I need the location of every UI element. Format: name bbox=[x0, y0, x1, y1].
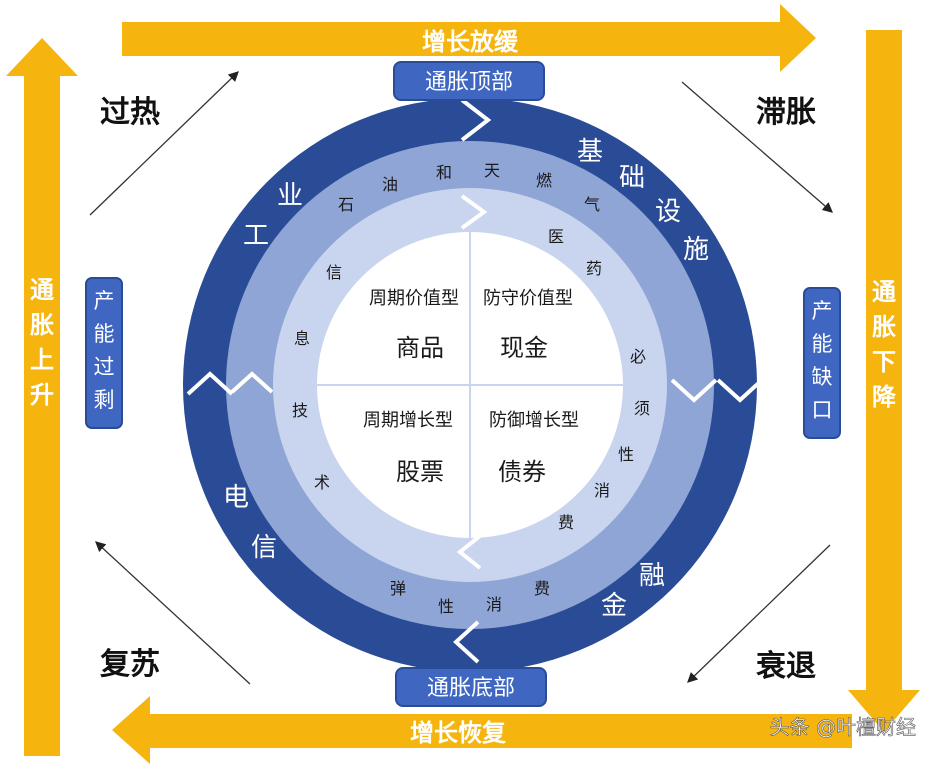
phase-stagflation: 滞胀 bbox=[756, 95, 816, 130]
svg-text:弹: 弹 bbox=[390, 579, 406, 598]
svg-text:产能缺口: 产能缺口 bbox=[812, 299, 833, 422]
quadrant-bl-asset: 股票 bbox=[396, 458, 444, 486]
quadrant-br-type: 防御增长型 bbox=[489, 410, 579, 431]
diag-arrow-top-left bbox=[89, 71, 239, 216]
svg-text:电: 电 bbox=[223, 483, 249, 513]
vertical-char: 过 bbox=[94, 355, 115, 379]
ring-chevrons bbox=[186, 98, 764, 664]
svg-text:必: 必 bbox=[630, 347, 646, 366]
quadrant-tr-type: 防守价值型 bbox=[483, 288, 573, 309]
badge-top-label: 通胀顶部 bbox=[425, 70, 513, 95]
watermark: 头条 @叶檀财经 bbox=[770, 715, 916, 739]
svg-text:通胀上升: 通胀上升 bbox=[30, 276, 54, 409]
quadrant-tr-asset: 现金 bbox=[500, 334, 548, 362]
svg-text:产能过剩: 产能过剩 bbox=[94, 289, 115, 412]
svg-text:金: 金 bbox=[601, 591, 627, 621]
vertical-char: 能 bbox=[812, 332, 833, 356]
svg-text:基: 基 bbox=[577, 137, 603, 167]
svg-text:医: 医 bbox=[548, 227, 564, 246]
quadrant-br-asset: 债券 bbox=[498, 458, 546, 486]
svg-text:油: 油 bbox=[382, 175, 398, 194]
svg-text:信: 信 bbox=[326, 263, 342, 282]
middle-label-oil-gas: 石 油 和 天 燃 气 bbox=[338, 161, 600, 214]
vertical-char: 口 bbox=[812, 398, 833, 422]
phase-recovery: 复苏 bbox=[100, 647, 160, 682]
badge-capacity-left: 产能过剩 bbox=[85, 277, 123, 429]
badge-capacity-right: 产能缺口 bbox=[803, 287, 841, 439]
quadrant-tl-type: 周期价值型 bbox=[369, 288, 459, 309]
quadrant-tl-asset: 商品 bbox=[396, 334, 444, 362]
middle-label-necessities: 必 须 性 消 费 bbox=[558, 347, 650, 532]
vertical-char: 下 bbox=[872, 348, 896, 376]
svg-text:础: 础 bbox=[619, 163, 645, 193]
svg-text:药: 药 bbox=[586, 259, 602, 278]
vertical-char: 通 bbox=[872, 278, 896, 306]
svg-text:施: 施 bbox=[683, 235, 709, 265]
svg-text:气: 气 bbox=[584, 195, 600, 214]
badge-inflation-bottom: 通胀底部 bbox=[395, 667, 547, 707]
svg-text:性: 性 bbox=[438, 597, 454, 616]
svg-text:术: 术 bbox=[314, 473, 330, 492]
outer-label-telecom: 电 信 bbox=[223, 483, 277, 563]
outer-label-industry: 工 业 bbox=[243, 181, 303, 251]
bottom-arrow-label: 增长恢复 bbox=[410, 719, 507, 747]
svg-text:和: 和 bbox=[436, 163, 452, 182]
svg-text:费: 费 bbox=[534, 579, 550, 598]
svg-text:石: 石 bbox=[338, 195, 354, 214]
vertical-char: 产 bbox=[94, 289, 115, 313]
vertical-char: 升 bbox=[30, 381, 54, 409]
svg-text:须: 须 bbox=[634, 399, 650, 418]
vertical-char: 胀 bbox=[872, 313, 896, 341]
diag-arrow-top-right bbox=[681, 81, 833, 213]
svg-text:技: 技 bbox=[292, 401, 308, 420]
middle-label-it: 信 息 技 术 bbox=[292, 263, 342, 492]
right-arrow-label: 通胀下降 bbox=[872, 278, 897, 411]
right-inflation-arrow bbox=[848, 30, 920, 732]
outer-label-finance: 融 金 bbox=[601, 561, 665, 621]
top-growth-arrow: 增长放缓 bbox=[122, 4, 816, 72]
svg-text:消: 消 bbox=[486, 595, 502, 614]
svg-text:息: 息 bbox=[294, 329, 310, 348]
diag-arrow-bottom-right bbox=[687, 544, 831, 683]
bottom-growth-arrow: 增长恢复 bbox=[112, 696, 852, 764]
svg-text:设: 设 bbox=[655, 197, 681, 227]
svg-text:天: 天 bbox=[484, 161, 500, 180]
vertical-char: 能 bbox=[94, 322, 115, 346]
vertical-char: 胀 bbox=[30, 311, 54, 339]
outer-char: 业 bbox=[277, 181, 303, 211]
middle-label-medicine: 医 药 bbox=[548, 227, 602, 278]
vertical-char: 缺 bbox=[812, 365, 833, 389]
badge-bottom-label: 通胀底部 bbox=[427, 676, 515, 701]
svg-text:燃: 燃 bbox=[536, 171, 552, 190]
svg-text:费: 费 bbox=[558, 513, 574, 532]
outer-char: 工 bbox=[243, 221, 269, 251]
vertical-char: 通 bbox=[30, 276, 54, 304]
phase-recession: 衰退 bbox=[756, 649, 816, 684]
vertical-char: 剩 bbox=[94, 388, 115, 412]
svg-text:性: 性 bbox=[618, 445, 634, 464]
svg-text:信: 信 bbox=[251, 533, 277, 563]
vertical-char: 产 bbox=[812, 299, 833, 323]
svg-text:融: 融 bbox=[639, 561, 665, 591]
svg-text:消: 消 bbox=[594, 481, 610, 500]
middle-label-elastic: 弹 性 消 费 bbox=[390, 579, 550, 616]
diag-arrow-bottom-left bbox=[95, 541, 251, 685]
outer-label-infrastructure: 基 础 设 施 bbox=[577, 137, 709, 265]
quadrant-bl-type: 周期增长型 bbox=[363, 410, 453, 431]
vertical-char: 上 bbox=[30, 346, 54, 374]
left-inflation-arrow bbox=[6, 38, 78, 756]
badge-inflation-top: 通胀顶部 bbox=[393, 61, 545, 101]
top-arrow-label: 增长放缓 bbox=[422, 28, 519, 56]
phase-overheat: 过热 bbox=[100, 95, 160, 130]
left-arrow-label: 通胀上升 bbox=[30, 276, 54, 409]
vertical-char: 降 bbox=[872, 383, 897, 411]
svg-text:通胀下降: 通胀下降 bbox=[872, 278, 897, 411]
